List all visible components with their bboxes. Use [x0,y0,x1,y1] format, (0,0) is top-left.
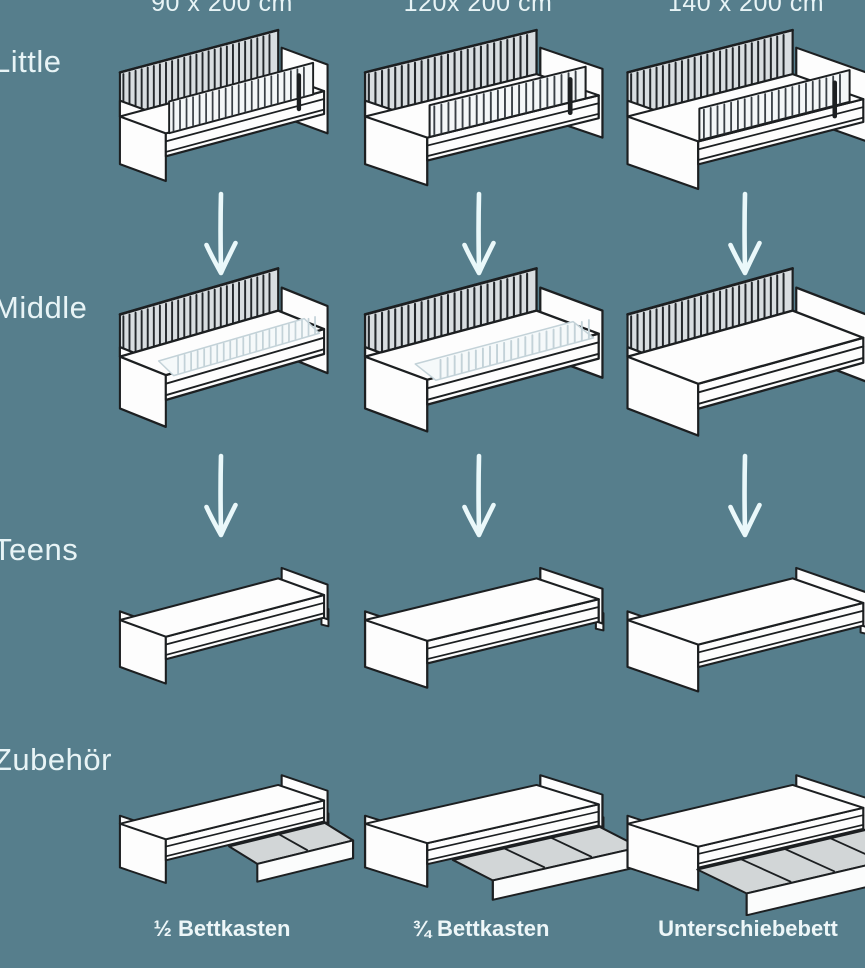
bed-middle-90 [106,255,406,466]
bed-accessory-threequarterdrawer [350,738,675,916]
footer-label-threequarter-bettkasten: ¾ Bettkasten [412,916,550,941]
down-arrow-icon [723,450,767,554]
bed-illustration [363,28,604,187]
row-label-teens: Teens [0,532,79,567]
column-header-120: 120x 200 cm [403,0,553,17]
bed-accessory-trundle [613,738,865,916]
bed-illustration [626,566,865,693]
bed-illustration [118,566,330,685]
column-header-140: 140 x 200 cm [667,0,825,17]
bed-illustration [626,774,865,916]
down-arrow-icon [199,188,243,292]
down-arrow-icon [457,188,501,292]
bed-middle-120 [350,255,675,466]
footer-label-unterschiebebett: Unterschiebebett [658,916,838,941]
bed-illustration [363,566,605,689]
bed-illustration [118,774,355,884]
down-arrow-icon [723,188,767,292]
bed-illustration [626,28,865,191]
bed-illustration [363,267,604,433]
bed-little-140 [613,23,865,217]
bed-middle-140 [613,255,865,466]
down-arrow-icon [199,450,243,554]
bed-teens-90 [106,528,406,719]
row-label-middle: Middle [0,290,88,325]
down-arrow-icon [457,450,501,554]
row-label-zubehoer: Zubehör [0,742,112,777]
bed-little-120 [350,23,675,217]
bed-accessory-halfdrawer [106,738,406,916]
row-label-little: Little [0,44,62,79]
bed-illustration [363,774,641,901]
bed-illustration [118,28,329,183]
footer-label-half-bettkasten: ½ Bettkasten [153,916,291,941]
bed-illustration [626,267,865,437]
bed-teens-140 [613,528,865,719]
column-header-90: 90 x 200 cm [151,0,293,17]
bed-illustration [118,267,329,429]
bed-teens-120 [350,528,675,719]
bed-little-90 [106,23,406,217]
